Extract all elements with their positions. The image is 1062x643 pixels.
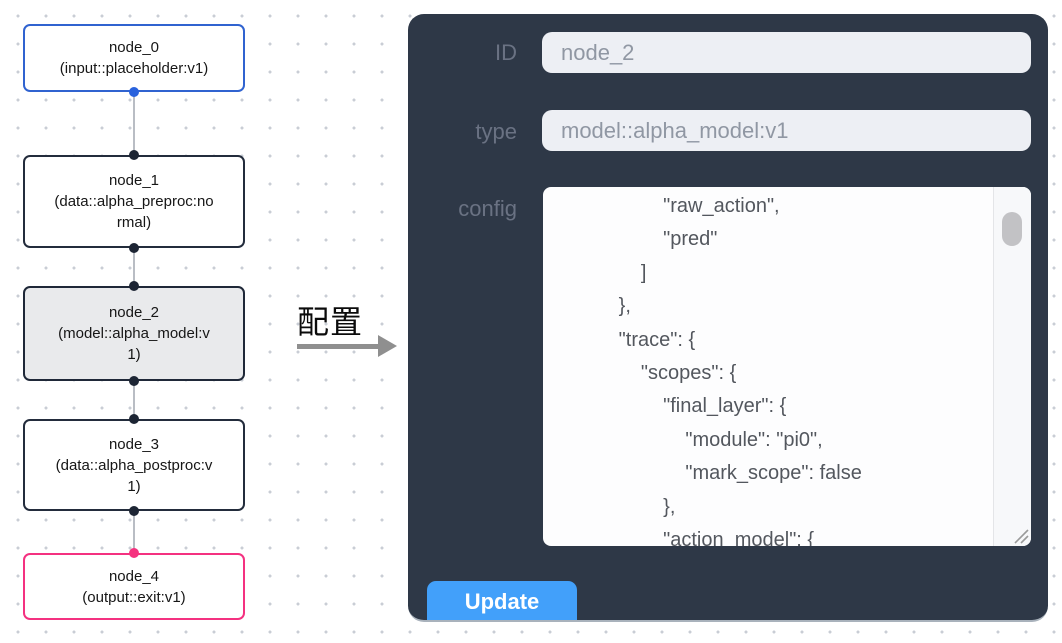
update-button[interactable]: Update (427, 581, 577, 620)
edge-node3-node4[interactable] (133, 511, 135, 553)
port-node_2-top[interactable] (129, 281, 139, 291)
port-node_1-top[interactable] (129, 150, 139, 160)
node-node_2-selected[interactable]: node_2 (model::alpha_model:v1) (23, 286, 245, 381)
id-field-label: ID (495, 40, 517, 65)
node-node_4[interactable]: node_4 (output::exit:v1) (23, 553, 245, 620)
config-scrollbar-thumb[interactable] (1002, 212, 1022, 246)
edge-node0-node1[interactable] (133, 92, 135, 155)
config-arrow-head-icon (378, 335, 397, 357)
config-arrow (297, 344, 378, 349)
config-field-label: config (458, 196, 517, 221)
config-scrollbar-track[interactable] (993, 187, 1031, 546)
node-node_1[interactable]: node_1 (data::alpha_preproc:normal) (23, 155, 245, 248)
type-field-label: type (475, 119, 517, 144)
node-id-label: node_4 (108, 567, 160, 585)
port-node_0-bottom[interactable] (129, 87, 139, 97)
port-node_3-bottom[interactable] (129, 506, 139, 516)
flow-canvas[interactable]: node_0 (input::placeholder:v1) node_1 (d… (0, 0, 410, 643)
node-type-label: (data::alpha_preproc:normal) (54, 193, 214, 231)
node-type-label: (input::placeholder:v1) (59, 60, 209, 77)
port-node_3-top[interactable] (129, 414, 139, 424)
config-panel: ID type config "raw_action", "pred" ] },… (408, 14, 1048, 622)
config-json-text: "raw_action", "pred" ] }, "trace": { "sc… (618, 195, 862, 546)
type-input[interactable] (542, 110, 1031, 151)
node-id-label: node_0 (108, 39, 160, 56)
node-node_0[interactable]: node_0 (input::placeholder:v1) (23, 24, 245, 92)
edge-node1-node2[interactable] (133, 248, 135, 286)
node-type-label: (output::exit:v1) (82, 588, 186, 606)
port-node_4-top[interactable] (129, 548, 139, 558)
id-input[interactable] (542, 32, 1031, 73)
node-type-label: (data::alpha_postproc:v1) (55, 456, 213, 495)
port-node_1-bottom[interactable] (129, 243, 139, 253)
config-textarea[interactable]: "raw_action", "pred" ] }, "trace": { "sc… (543, 187, 1031, 546)
port-node_2-bottom[interactable] (129, 376, 139, 386)
node-id-label: node_2 (108, 304, 160, 321)
edge-node2-node3[interactable] (133, 381, 135, 419)
resize-handle-icon[interactable] (1011, 526, 1029, 544)
node-id-label: node_3 (108, 435, 160, 453)
config-arrow-label: 配置 (297, 304, 364, 340)
node-type-label: (model::alpha_model:v1) (58, 325, 210, 363)
node-node_3[interactable]: node_3 (data::alpha_postproc:v1) (23, 419, 245, 511)
node-id-label: node_1 (108, 172, 160, 189)
